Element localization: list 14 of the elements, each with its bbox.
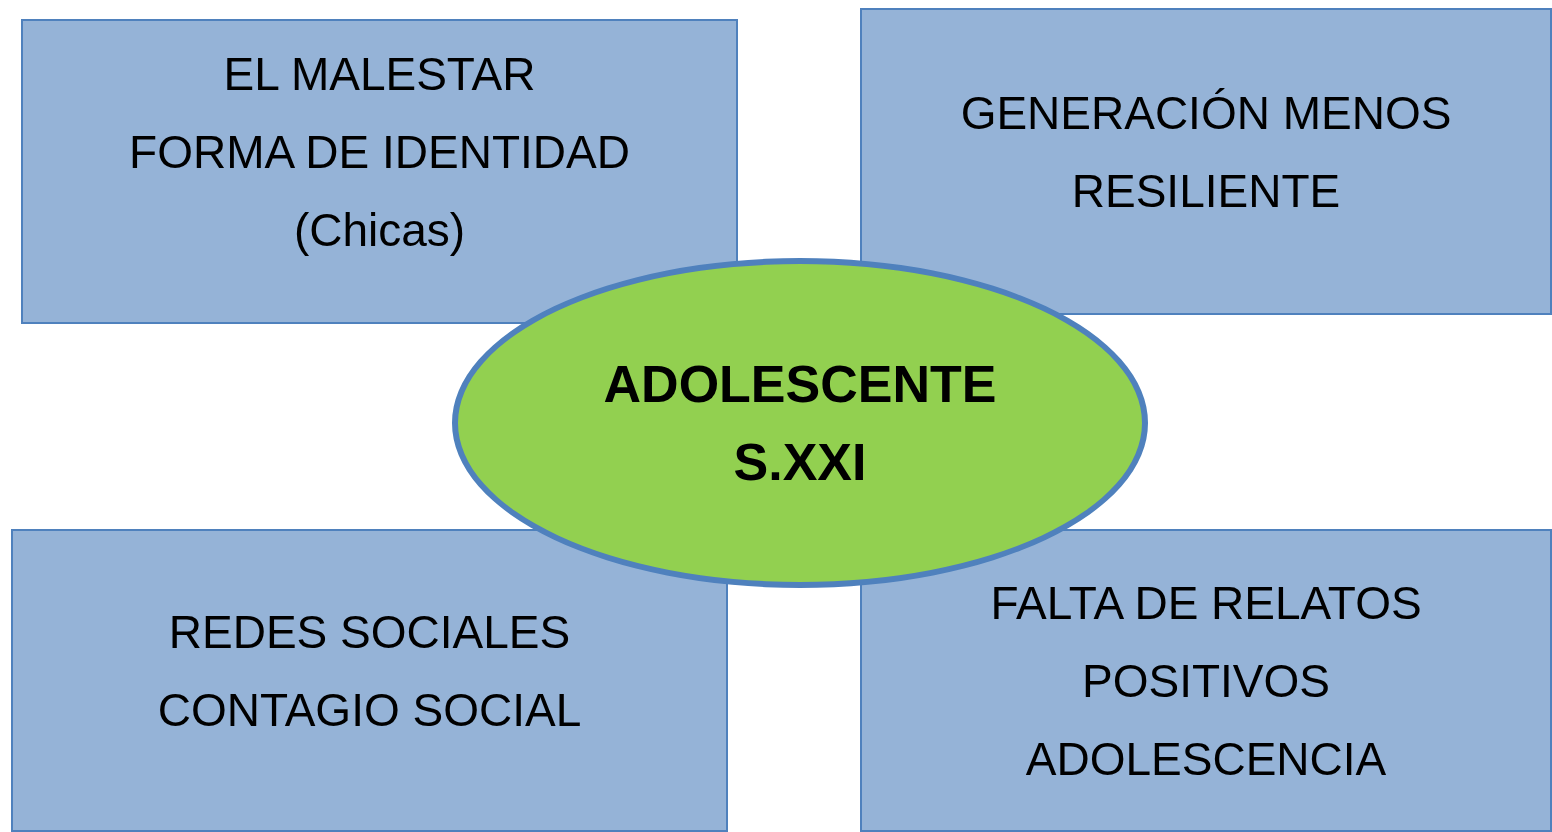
topic-box bbox=[21, 19, 738, 324]
ellipse-label: ADOLESCENTE S.XXI bbox=[602, 354, 998, 493]
box-label: CONTAGIO SOCIAL bbox=[157, 682, 582, 738]
box-label: FALTA DE RELATOS bbox=[990, 575, 1422, 631]
topic-box bbox=[860, 8, 1552, 315]
box-label: FORMA DE IDENTIDAD bbox=[129, 124, 630, 180]
box-label: REDES SOCIALES bbox=[168, 604, 571, 660]
topic-box bbox=[860, 529, 1552, 832]
box-label: POSITIVOS bbox=[1082, 653, 1330, 709]
box-label: (Chicas) bbox=[293, 202, 466, 258]
topic-box bbox=[11, 529, 728, 832]
box-label: EL MALESTAR bbox=[223, 46, 536, 102]
box-label: ADOLESCENCIA bbox=[1025, 731, 1387, 787]
box-label: GENERACIÓN MENOS RESILIENTE bbox=[959, 85, 1453, 219]
